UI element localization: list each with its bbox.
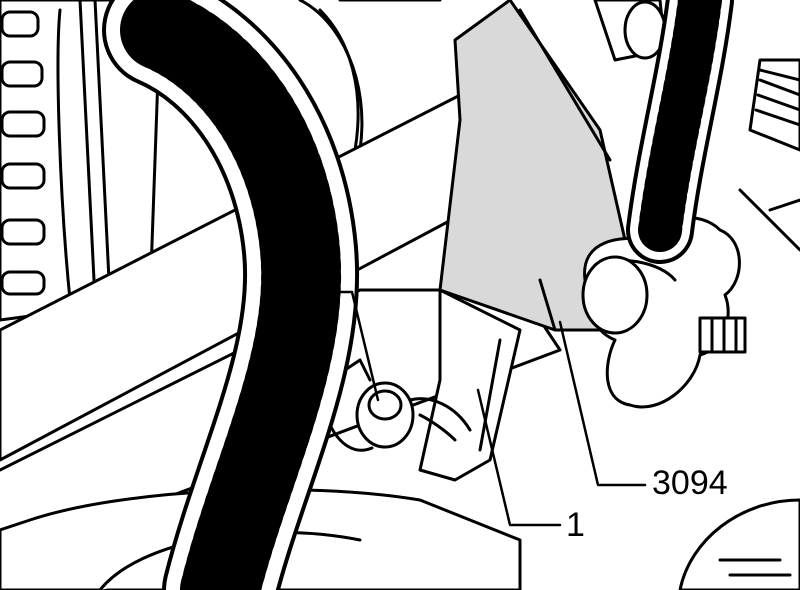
left-hose	[102, 0, 360, 590]
lower-housing	[0, 488, 800, 590]
callout-3094: 3094	[652, 464, 728, 502]
leader-1	[476, 388, 562, 527]
leader-3094	[558, 320, 647, 487]
callout-2: 2	[282, 274, 301, 312]
right-hatched-part	[738, 58, 800, 252]
callout-1: 1	[566, 506, 585, 544]
leader-2	[318, 290, 380, 402]
right-hose	[626, 0, 734, 264]
leader-lines	[318, 290, 647, 527]
engine-block	[0, 0, 162, 322]
